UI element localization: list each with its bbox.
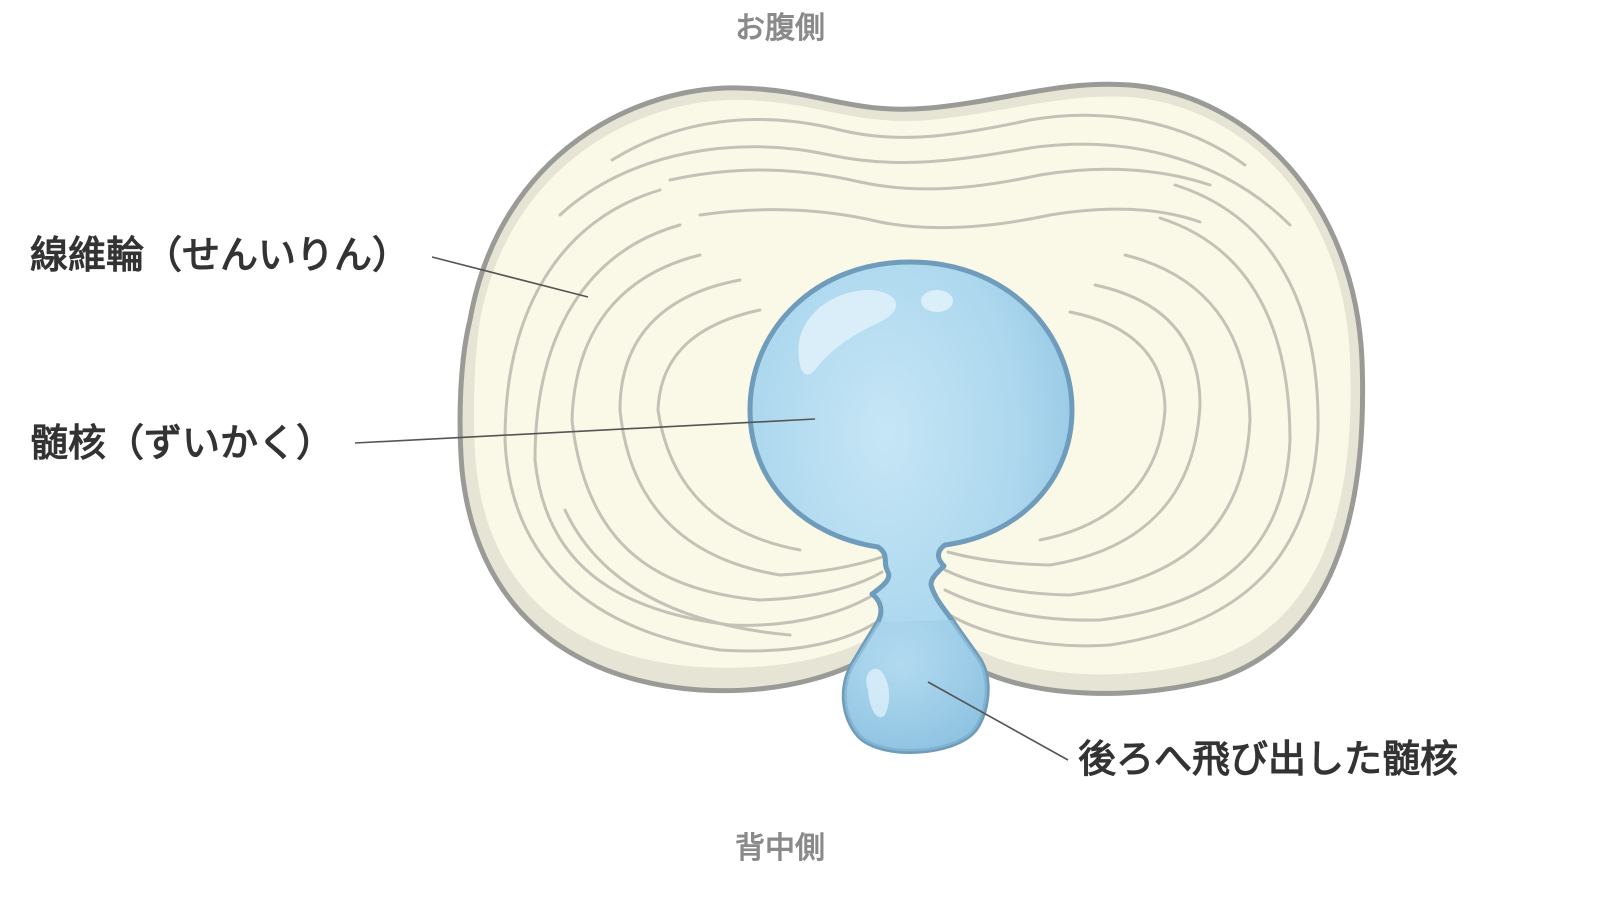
herniated-nucleus-blob <box>844 620 988 752</box>
herniation-highlight <box>866 668 890 718</box>
nucleus-leader-line <box>354 418 816 444</box>
annulus-fiber-lines <box>503 113 1320 653</box>
herniated-leader-line <box>927 681 1069 761</box>
annulus-leader-line <box>431 256 589 298</box>
nucleus-label: 髄核（ずいかく） <box>30 421 335 465</box>
leader-lines <box>354 256 1069 761</box>
nucleus-highlight-dot <box>921 290 953 312</box>
posterior-label: 背中側 <box>735 831 825 866</box>
herniated-nucleus-label: 後ろへ飛び出した髄核 <box>1078 737 1459 781</box>
anterior-label: お腹側 <box>735 11 825 46</box>
nucleus-highlight <box>798 290 897 375</box>
annulus-label: 線維輪（せんいりん） <box>30 233 411 277</box>
nucleus-pulposus <box>747 259 1075 754</box>
